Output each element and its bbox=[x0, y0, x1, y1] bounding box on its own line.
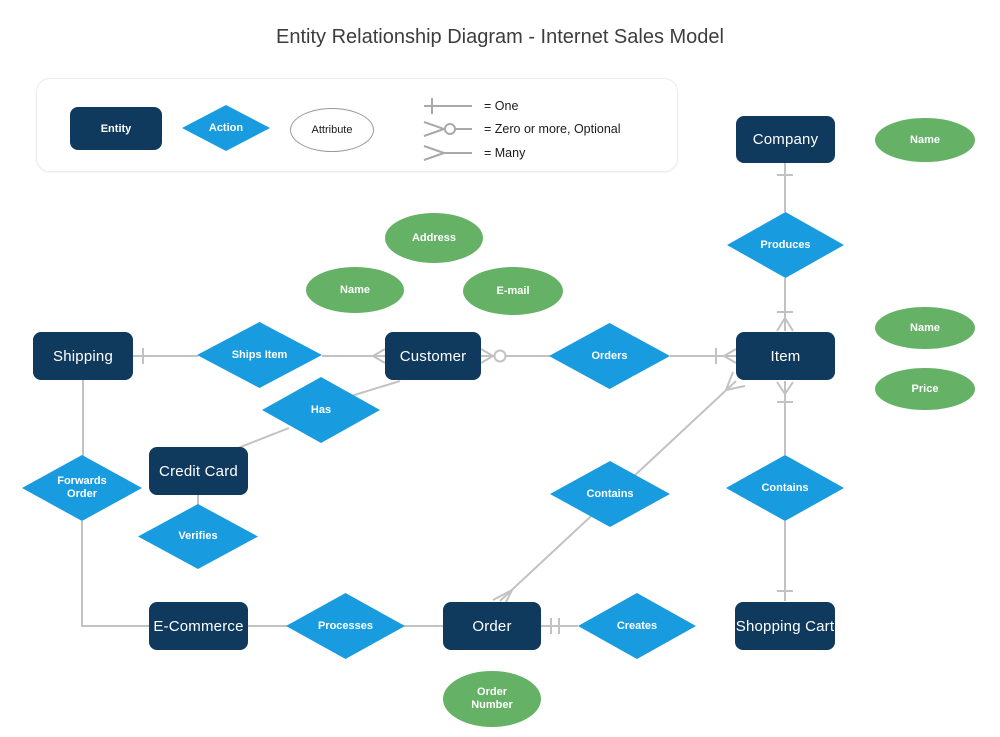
action-forwards-order-label: Forwards Order bbox=[57, 475, 107, 500]
attribute-customer-name[interactable]: Name bbox=[306, 267, 404, 313]
legend-one-label: = One bbox=[484, 99, 519, 113]
legend-zero-or-more-label: = Zero or more, Optional bbox=[484, 122, 621, 136]
legend-many-label: = Many bbox=[484, 146, 526, 160]
entity-item[interactable]: Item bbox=[736, 332, 835, 380]
connector-contains-shoppingcart bbox=[777, 521, 793, 601]
diagram-title: Entity Relationship Diagram - Internet S… bbox=[276, 26, 724, 48]
action-produces-label: Produces bbox=[760, 238, 811, 251]
legend-panel: Entity Action Attribute = One = Zero or … bbox=[36, 78, 678, 172]
entity-customer[interactable]: Customer bbox=[385, 332, 481, 380]
legend-row-zero-or-more: = Zero or more, Optional bbox=[422, 119, 621, 139]
connector-shipping-shipsitem bbox=[133, 348, 198, 364]
legend-entity-shape: Entity bbox=[70, 107, 162, 150]
attribute-company-name-label: Name bbox=[910, 133, 940, 146]
connector-produces-item bbox=[776, 278, 794, 332]
entity-item-label: Item bbox=[770, 347, 801, 365]
entity-shipping-label: Shipping bbox=[53, 347, 113, 365]
attribute-customer-email-label: E-mail bbox=[496, 284, 530, 297]
legend-row-one: = One bbox=[422, 96, 518, 116]
connector-forwardsorder-ecommerce bbox=[81, 521, 149, 627]
attribute-item-name-label: Name bbox=[910, 321, 940, 334]
attribute-order-number-label: Order Number bbox=[471, 686, 513, 711]
one-marker-icon bbox=[424, 98, 472, 114]
action-orders-label: Orders bbox=[591, 349, 628, 362]
entity-e-commerce[interactable]: E-Commerce bbox=[149, 602, 248, 650]
entity-shopping-cart[interactable]: Shopping Cart bbox=[735, 602, 835, 650]
entity-customer-label: Customer bbox=[399, 347, 467, 365]
entity-e-commerce-label: E-Commerce bbox=[153, 617, 244, 635]
legend-attribute-shape: Attribute bbox=[290, 108, 374, 152]
connector-customer-orders bbox=[480, 348, 550, 364]
action-has-label: Has bbox=[310, 403, 332, 416]
action-verifies-label: Verifies bbox=[178, 530, 218, 542]
entity-credit-card-label: Credit Card bbox=[159, 462, 238, 480]
legend-action-label: Action bbox=[208, 122, 244, 134]
entity-order-label: Order bbox=[472, 617, 512, 635]
legend-attribute-label: Attribute bbox=[311, 124, 353, 136]
entity-order[interactable]: Order bbox=[443, 602, 541, 650]
attribute-customer-address-label: Address bbox=[411, 231, 457, 244]
connector-has-creditcard bbox=[237, 427, 290, 449]
connector-order-creates bbox=[541, 618, 578, 634]
attribute-order-number[interactable]: Order Number bbox=[443, 671, 541, 727]
entity-company-label: Company bbox=[752, 131, 819, 148]
legend-row-many: = Many bbox=[422, 143, 525, 163]
action-ships-item-label: Ships Item bbox=[231, 348, 288, 361]
action-contains-item-order-label: Contains bbox=[586, 487, 634, 500]
entity-credit-card[interactable]: Credit Card bbox=[149, 447, 248, 495]
connector-shipsitem-customer bbox=[322, 348, 386, 364]
attribute-customer-name-label: Name bbox=[340, 283, 370, 296]
entity-shopping-cart-label: Shopping Cart bbox=[735, 617, 835, 635]
action-processes-label: Processes bbox=[317, 619, 374, 632]
attribute-company-name[interactable]: Name bbox=[875, 118, 975, 162]
zero-or-more-marker-icon bbox=[423, 121, 472, 137]
action-creates-label: Creates bbox=[616, 619, 658, 632]
entity-shipping[interactable]: Shipping bbox=[33, 332, 133, 380]
connector-orders-item bbox=[670, 348, 737, 364]
legend-action-shape: Action bbox=[182, 105, 270, 151]
attribute-customer-email[interactable]: E-mail bbox=[463, 267, 563, 315]
connector-company-produces bbox=[777, 163, 793, 212]
connector-item-contains-cart-top bbox=[776, 381, 794, 455]
attribute-customer-address[interactable]: Address bbox=[385, 213, 483, 263]
action-contains-item-cart-label: Contains bbox=[761, 481, 809, 494]
many-marker-icon bbox=[423, 145, 472, 161]
entity-company[interactable]: Company bbox=[736, 116, 835, 163]
attribute-item-name[interactable]: Name bbox=[875, 307, 975, 349]
attribute-item-price-label: Price bbox=[911, 382, 939, 395]
legend-entity-label: Entity bbox=[100, 122, 132, 135]
attribute-item-price[interactable]: Price bbox=[875, 368, 975, 410]
